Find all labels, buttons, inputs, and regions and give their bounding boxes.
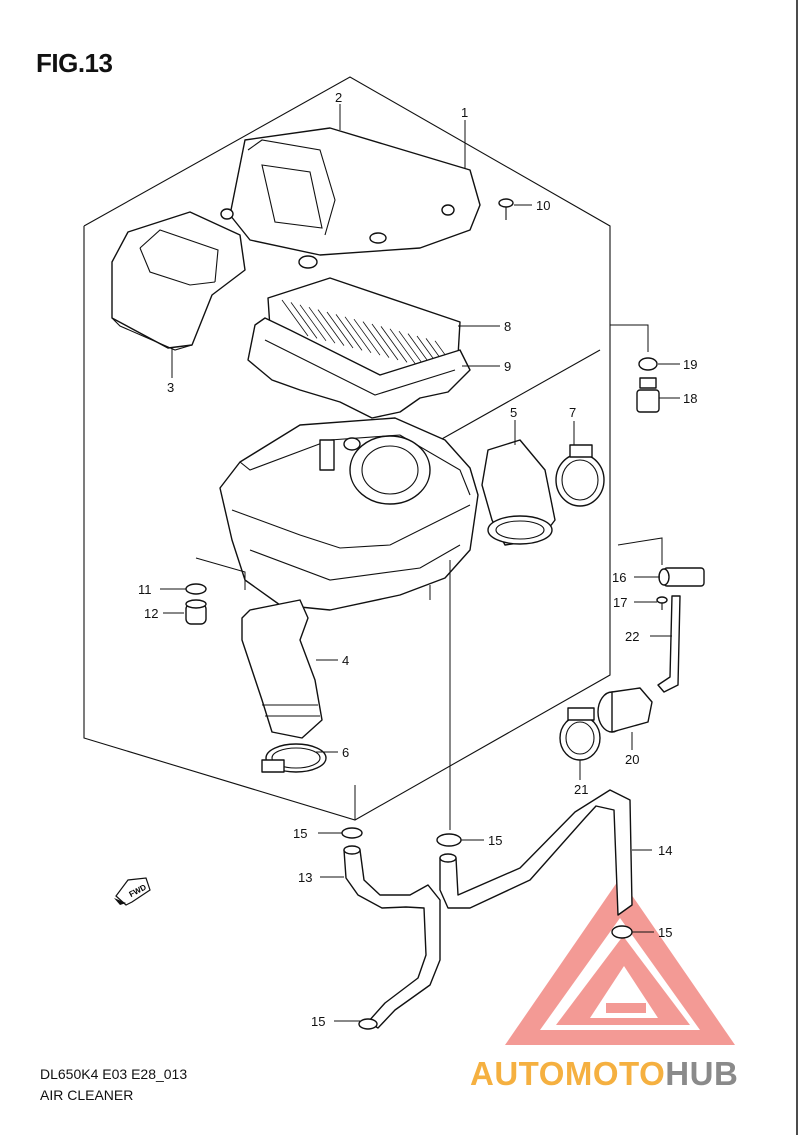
part-case[interactable]	[219, 417, 479, 611]
callout-labels: 2 1 3 4 5 6 7 8 9 10 11 12 13 14 15 15 1…	[138, 90, 697, 1029]
callout-16: 16	[612, 570, 626, 585]
part-cover[interactable]	[220, 127, 481, 269]
callout-5: 5	[510, 405, 517, 420]
filter-pleat	[290, 302, 318, 339]
filter-pleat	[308, 306, 336, 344]
filter-pleat	[344, 316, 372, 354]
callout-15a: 15	[293, 826, 307, 841]
callout-11: 11	[138, 582, 152, 597]
part-washer-11[interactable]	[185, 583, 207, 595]
part-clamp-6[interactable]	[261, 743, 327, 773]
filter-pleat	[389, 328, 417, 366]
callout-leaders	[160, 104, 680, 1022]
callout-10: 10	[536, 198, 550, 213]
part-vent-valve-16[interactable]	[658, 567, 705, 587]
watermark	[505, 878, 735, 1045]
part-screw-17[interactable]	[656, 596, 668, 610]
callout-19: 19	[683, 357, 697, 372]
footer-model-code: DL650K4 E03 E28_013	[40, 1066, 188, 1082]
callout-21: 21	[574, 782, 588, 797]
callout-3: 3	[167, 380, 174, 395]
part-connector-tube[interactable]	[481, 439, 556, 546]
footer-section-name: AIR CLEANER	[40, 1087, 134, 1103]
callout-13: 13	[298, 870, 312, 885]
callout-15b: 15	[488, 833, 502, 848]
part-clip-15d[interactable]	[358, 1018, 378, 1030]
callout-2: 2	[335, 90, 342, 105]
part-clip-15b[interactable]	[436, 833, 462, 847]
reference-lines	[195, 324, 663, 830]
callout-15d: 15	[311, 1014, 325, 1029]
part-clamp-7[interactable]	[555, 444, 605, 507]
part-intake-duct[interactable]	[111, 211, 246, 351]
callout-6: 6	[342, 745, 349, 760]
callout-1: 1	[461, 105, 468, 120]
filter-pleat	[299, 304, 327, 342]
callout-14: 14	[658, 843, 672, 858]
forward-arrow: FWD	[114, 877, 151, 906]
part-outlet-pipe[interactable]	[241, 599, 323, 739]
part-valve-20[interactable]	[597, 687, 653, 733]
callout-12: 12	[144, 606, 158, 621]
filter-pleat	[371, 323, 399, 361]
part-hose-13[interactable]	[343, 845, 441, 1029]
callout-15c: 15	[658, 925, 672, 940]
callout-8: 8	[504, 319, 511, 334]
callout-18: 18	[683, 391, 697, 406]
filter-pleat	[398, 330, 426, 368]
part-hose-22[interactable]	[657, 595, 681, 693]
callout-22: 22	[625, 629, 639, 644]
assembly-frame	[83, 76, 611, 821]
filter-pleat	[317, 309, 345, 346]
part-washer-19[interactable]	[638, 357, 658, 371]
part-sensor-18[interactable]	[636, 377, 660, 413]
callout-9: 9	[504, 359, 511, 374]
watermark-brand-part1: AUTOMOTO	[470, 1055, 665, 1092]
watermark-brand: AUTOMOTOHUB	[470, 1055, 738, 1092]
part-clip-15a[interactable]	[341, 827, 363, 839]
part-clip-15c[interactable]	[611, 925, 633, 939]
part-gasket[interactable]	[247, 317, 471, 419]
part-screw-10[interactable]	[498, 198, 514, 220]
part-grommet-12[interactable]	[185, 599, 207, 625]
callout-20: 20	[625, 752, 639, 767]
callout-17: 17	[613, 595, 627, 610]
figure-title: FIG.13	[36, 48, 113, 78]
filter-pleat	[353, 318, 381, 356]
filter-pleat	[326, 311, 354, 349]
svg-text:AUTOMOTOHUB: AUTOMOTOHUB	[470, 1055, 738, 1092]
callout-7: 7	[569, 405, 576, 420]
part-filter-element[interactable]	[267, 277, 462, 383]
filter-pleat	[380, 326, 408, 363]
part-hose-14[interactable]	[439, 789, 633, 916]
filter-pleat	[281, 299, 309, 337]
watermark-triangle-logo	[505, 878, 735, 1045]
watermark-brand-part2: HUB	[665, 1055, 738, 1092]
callout-4: 4	[342, 653, 349, 668]
filter-pleat	[362, 321, 390, 358]
part-clamp-21[interactable]	[559, 707, 601, 761]
filter-pleat	[335, 314, 363, 351]
